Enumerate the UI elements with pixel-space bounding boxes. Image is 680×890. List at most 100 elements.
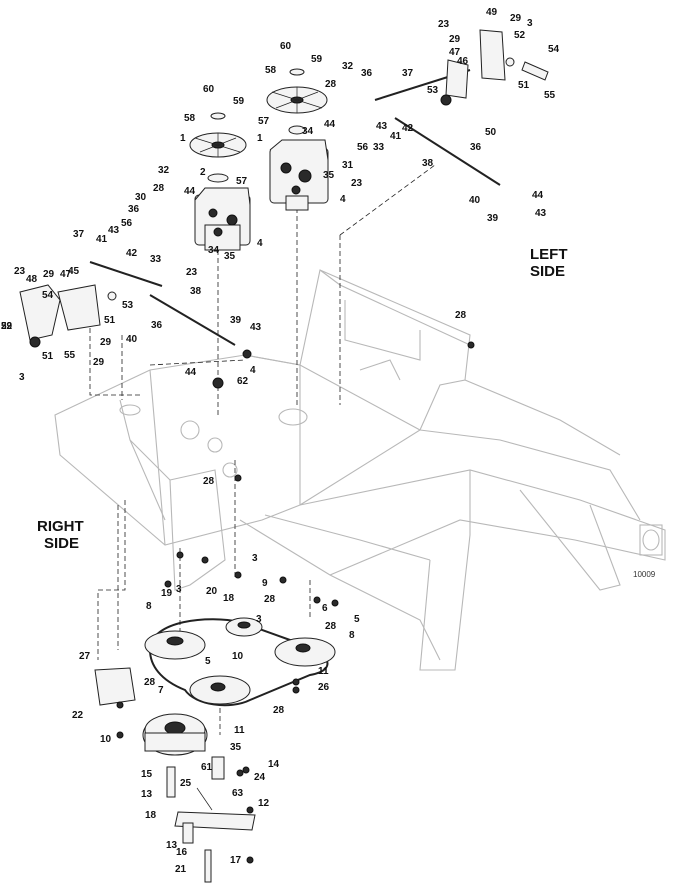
callout: 38 [190,286,202,297]
callout: 29 [510,13,522,24]
callout: 21 [175,864,187,875]
right-cooling-fan [189,112,247,158]
callout: 59 [311,54,323,65]
callout: 32 [342,61,354,72]
callout: 23 [438,19,450,30]
callout: 9 [262,578,268,589]
callout: 35 [323,170,335,181]
callout: 56 [121,218,133,229]
callout: 46 [457,56,469,67]
callout: 52 [514,30,526,41]
callout: 42 [126,248,138,259]
callout: 1 [180,133,186,144]
callout: 17 [230,855,242,866]
fasteners [116,341,475,864]
callout: 61 [201,762,213,773]
callout: 12 [258,798,270,809]
callout: 43 [376,121,388,132]
callout: 25 [180,778,192,789]
callout: 30 [135,192,147,203]
callout: 37 [402,68,414,79]
callout: 4 [257,238,263,249]
left-cooling-fan [266,68,328,114]
callout: 54 [42,290,54,301]
alignment-lines [89,164,436,735]
callout: 3 [527,18,533,29]
callout: 35 [224,251,236,262]
callout: 53 [122,300,134,311]
callout: 51 [518,80,530,91]
callout: 7 [158,685,164,696]
callout: 43 [535,208,547,219]
callout: 41 [96,234,108,245]
callout: 27 [79,651,91,662]
callout: 36 [151,320,163,331]
callout: 26 [318,682,330,693]
callout: 4 [250,365,256,376]
callout: 28 [203,476,215,487]
callout: 29 [1,321,13,332]
callout: 28 [325,79,337,90]
callout: 53 [427,85,439,96]
callout: 44 [324,119,336,130]
callout: 51 [104,315,116,326]
drive-belt-assembly [144,617,336,707]
callout: 10 [232,651,244,662]
callout: 33 [150,254,162,265]
callout: 11 [318,666,329,677]
callout: 36 [128,204,140,215]
callout: 19 [161,588,173,599]
callout: 44 [532,190,544,201]
callout: 57 [236,176,248,187]
idler-bracket [94,667,256,883]
right-side-line2: SIDE [44,535,79,552]
callout: 59 [233,96,245,107]
callout: 41 [390,131,402,142]
callout: 34 [302,126,314,137]
callout: 29 [93,357,105,368]
callout: 8 [349,630,355,641]
left-side-label: LEFT SIDE [530,246,568,280]
callout: 50 [485,127,497,138]
callout: 60 [280,41,292,52]
callout: 39 [230,315,242,326]
callout: 42 [402,123,414,134]
callout: 18 [145,810,157,821]
callout: 23 [14,266,26,277]
callout: 33 [373,142,385,153]
callout: 49 [486,7,498,18]
callouts: 23 49 29 3 52 29 54 46 47 51 55 60 59 58… [1,7,560,875]
callout: 1 [257,133,263,144]
left-side-line1: LEFT [530,246,568,263]
callout: 44 [185,367,197,378]
callout: 55 [544,90,556,101]
callout: 29 [449,34,461,45]
callout: 44 [184,186,196,197]
callout: 13 [141,789,153,800]
callout: 48 [26,274,38,285]
callout: 60 [203,84,215,95]
chassis-frame [54,269,666,671]
figure-reference: 10009 [633,570,656,579]
callout: 28 [325,621,337,632]
callout: 47 [449,47,461,58]
callout: 3 [176,584,182,595]
callout: 28 [144,677,156,688]
callout: 20 [206,586,218,597]
right-hydro-pump [194,173,251,251]
callout: 58 [265,65,277,76]
callout: 36 [361,68,373,79]
callout: 38 [422,158,434,169]
callout: 29 [100,337,112,348]
left-side-line2: SIDE [530,263,565,280]
callout: 3 [256,614,262,625]
callout: 23 [351,178,363,189]
callout: 51 [42,351,54,362]
callout: 4 [340,194,346,205]
callout: 14 [268,759,280,770]
callout: 55 [64,350,76,361]
callout: 28 [273,705,285,716]
callout: 43 [108,225,120,236]
callout: 23 [186,267,198,278]
